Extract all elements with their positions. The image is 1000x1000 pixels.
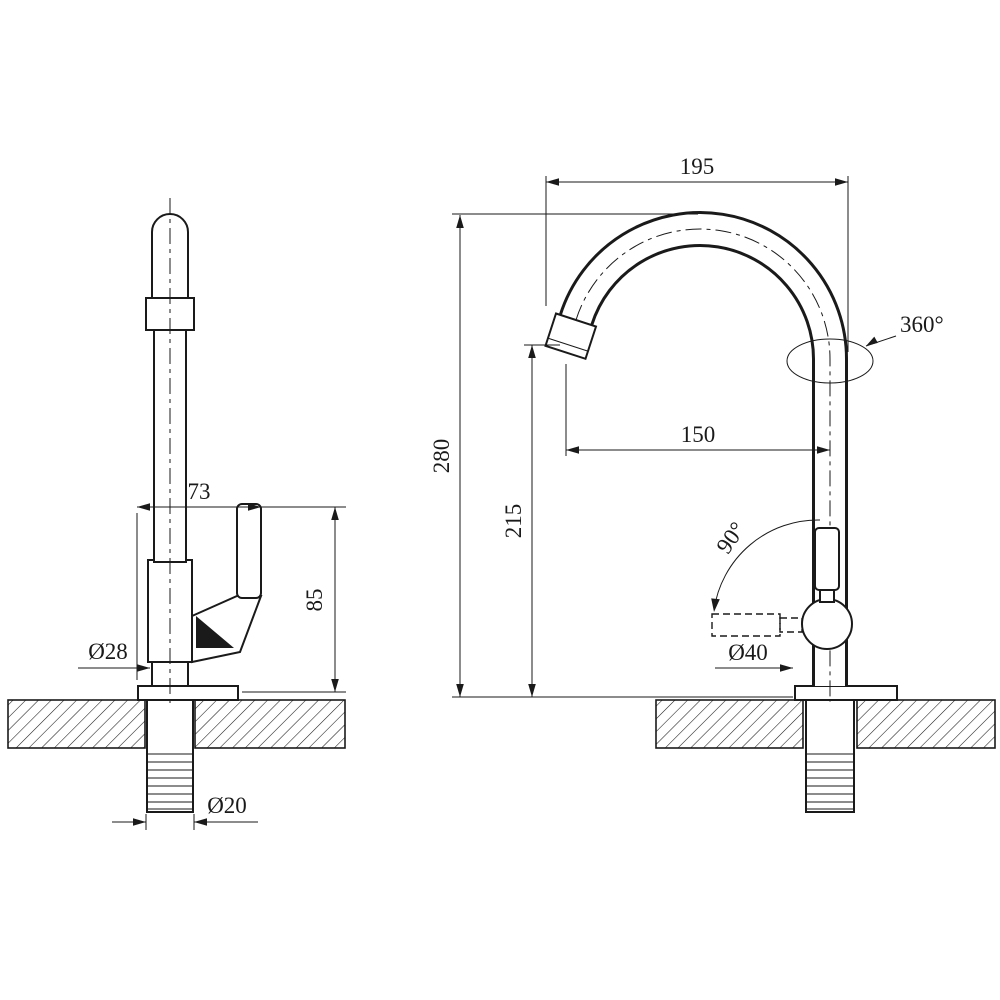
rotation-ellipse [786, 338, 874, 384]
dim-label-215: 215 [501, 504, 526, 539]
dim-label-85: 85 [302, 589, 327, 612]
base-flange-side [137, 685, 239, 701]
front-view: 195 150 280 215 90° 360° Ø40 [429, 154, 996, 813]
handle-side [191, 503, 263, 664]
dim-label-360deg: 360° [900, 312, 944, 337]
base-flange-front [794, 685, 898, 701]
dim-label-280: 280 [429, 439, 454, 474]
handle-lever-front [814, 527, 840, 591]
handle-ball-joint [801, 598, 853, 650]
handle-neck [819, 589, 835, 603]
swivel-indicator [786, 335, 897, 384]
handle-front [711, 519, 853, 650]
side-view: 73 85 Ø28 Ø20 [7, 198, 346, 830]
handle-lever-phantom [711, 613, 781, 637]
dim-label-d40: Ø40 [728, 640, 768, 665]
handle-rotation-arc [713, 519, 821, 611]
dim-label-d28: Ø28 [88, 639, 128, 664]
thread-lines [806, 753, 854, 810]
dim-label-150: 150 [681, 422, 716, 447]
thread-lines [147, 753, 193, 810]
mounting-shank-front [805, 699, 855, 813]
dim-label-73: 73 [188, 479, 211, 504]
spout-nozzle [544, 312, 598, 361]
dim-label-d20: Ø20 [207, 793, 247, 818]
faucet-body-side [137, 198, 239, 704]
dim-label-195: 195 [680, 154, 715, 179]
centerline-front [575, 228, 831, 702]
dim-label-90deg: 90° [711, 517, 750, 558]
handle-lever-side [236, 503, 262, 599]
handle-neck-phantom [779, 617, 803, 633]
countertop-section-front [655, 699, 996, 749]
aerator-line [548, 337, 589, 352]
valve-wedge [196, 616, 234, 648]
countertop-section-side [7, 699, 346, 749]
dimensions-side: 73 85 Ø28 Ø20 [78, 479, 346, 830]
spout-arc [544, 211, 849, 702]
top-cap-side [151, 213, 189, 299]
mounting-shank-side [146, 699, 194, 813]
